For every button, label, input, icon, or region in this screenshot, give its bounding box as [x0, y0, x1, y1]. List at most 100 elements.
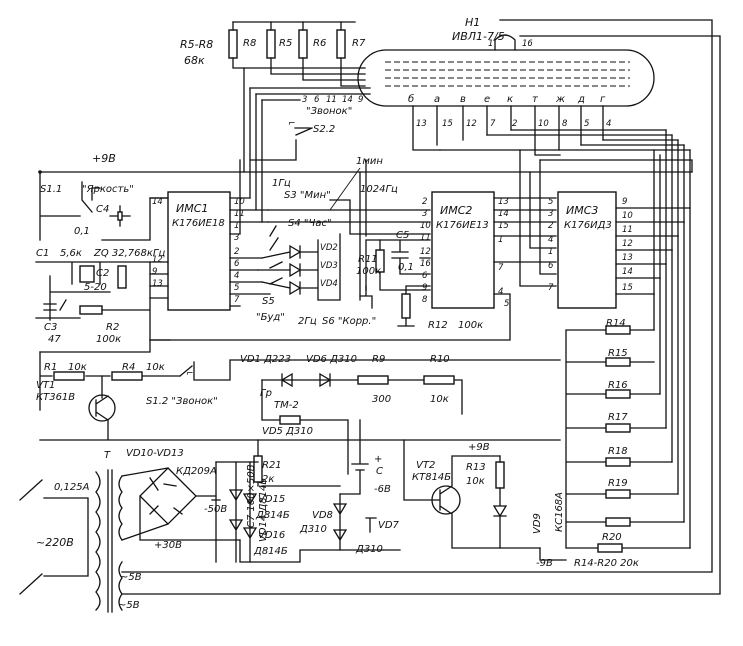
ic1-pin: 5: [234, 283, 239, 293]
r8-label: R8: [243, 38, 256, 49]
ic1-type: К176ИЕ18: [172, 218, 225, 229]
ic2-pin: 12: [420, 247, 431, 257]
vd4-label: VD4: [320, 279, 338, 289]
tube-pin-16: 16: [522, 39, 533, 49]
r2-value: 100к: [96, 334, 121, 345]
c4-label: C4: [96, 204, 109, 215]
brightness-label: "Яркость": [82, 184, 134, 195]
ic3: ИМС3 К176ИД3 5 3 2 4 1 6 7 9 10 11 12 13…: [439, 129, 691, 309]
r17-label: R17: [608, 412, 628, 423]
r13-label: R13: [466, 462, 486, 473]
ic3-pin: 13: [622, 253, 633, 263]
tube-pin-1: 1: [488, 39, 493, 49]
imin-label: 1мин: [356, 156, 383, 167]
ic1-pin: 9: [152, 267, 157, 277]
r9-value: 300: [372, 394, 391, 405]
r12-label: R12: [428, 320, 448, 331]
c5-label: C5: [396, 230, 409, 241]
vt1-label: VT1: [36, 380, 55, 391]
ic3-pin: 9: [622, 197, 627, 207]
r11-label: R11: [358, 254, 378, 265]
vd7-label: VD7: [378, 520, 400, 531]
tube-type: ИВЛ1-7/5: [452, 30, 505, 43]
tap-label: 3: [302, 95, 307, 105]
ic2-pin: 4: [498, 287, 503, 297]
tube-segment-pins: б а в е к т ж д г 13 15 12 7 2 10 8 5 4: [408, 93, 611, 156]
seg-label: б: [408, 93, 414, 105]
tap-label: 9: [358, 95, 363, 105]
ic2-pin: 9: [422, 283, 427, 293]
seg-label: е: [484, 94, 490, 105]
plus30-label: +30В: [154, 540, 182, 551]
t-label: Т: [104, 450, 111, 461]
ic3-pin: 3: [548, 209, 553, 219]
ic1-pin: 1: [234, 221, 239, 231]
ic2-pin: 16: [420, 259, 431, 269]
seg-label: д: [577, 94, 585, 105]
vd6-label: VD6 Д310: [306, 354, 357, 365]
r20-label: R20: [602, 532, 622, 543]
tm2-label: ТМ-2: [274, 400, 299, 411]
switch-icon: ⌐: [288, 119, 296, 129]
ic1-pin: 13: [152, 279, 163, 289]
seg-pin: 2: [512, 119, 517, 129]
ic1: ИМС1 К176ИЕ18 14 12 9 13 10 11 1 3 2 6 4…: [149, 159, 271, 311]
r5-label: R5: [279, 38, 292, 49]
ic3-pin: 10: [622, 211, 633, 221]
ic2-pin: 8: [422, 295, 428, 305]
ic3-pin: 4: [548, 235, 553, 245]
bud-label: "Буд": [256, 312, 285, 323]
r-chain-note: R14-R20 20к: [574, 558, 639, 569]
ic2-pin: 6: [422, 271, 428, 281]
ic3-pin: 14: [622, 267, 633, 277]
vd9-label: VD9: [532, 513, 543, 534]
c1-label: C1: [36, 248, 49, 259]
seg-pin: 12: [466, 119, 477, 129]
seg-pin: 15: [442, 119, 453, 129]
c2-label: C2: [96, 268, 109, 279]
r12-value: 100к: [458, 320, 483, 331]
resistor-group-value: 68к: [184, 54, 205, 67]
seg-pin: 5: [584, 119, 589, 129]
s1-2-label: S1.2 "Звонок": [146, 396, 218, 407]
seg-label: в: [460, 94, 466, 105]
s2-2-label: S2.2: [313, 124, 335, 135]
ic2-ref: ИМС2: [440, 204, 472, 217]
ic2-type: К176ИЕ13: [436, 220, 489, 231]
ic1-pin: 12: [152, 255, 163, 265]
r7-label: R7: [352, 38, 366, 49]
ic1-pin: 7: [234, 295, 240, 305]
vd3-label: VD3: [320, 261, 338, 271]
tube-ref: H1: [465, 16, 480, 29]
vd15-type: Д814Б: [255, 510, 290, 521]
ic2-pin: 10: [420, 221, 431, 231]
seg-pin: 7: [490, 119, 496, 129]
resistor-group: R5-R8 68к R8 R5 R6 R7 3 6 11 14 9 "Звоно…: [180, 21, 371, 117]
vt2-stage: +9В VT2 КТ814Б R13 10к VD9 КС168А: [403, 439, 567, 561]
vt2-type: КТ814Б: [412, 472, 451, 483]
r19-label: R19: [608, 478, 628, 489]
diode-icon: [280, 372, 332, 388]
r11-value: 100к: [356, 266, 381, 277]
r18-label: R18: [608, 446, 628, 457]
sec1-label: ~5В: [120, 572, 142, 583]
seg-label: т: [532, 94, 539, 105]
tap-label: 11: [326, 95, 337, 105]
ic3-pin: 6: [548, 261, 554, 271]
r9-label: R9: [372, 354, 385, 365]
seg-label: к: [507, 94, 513, 105]
r15-label: R15: [608, 348, 628, 359]
vd2-label: VD2: [320, 243, 338, 253]
vd16-type: Д814Б: [253, 546, 288, 557]
ic2-pin: 2: [422, 197, 427, 207]
switch-icon: [269, 225, 283, 285]
sec2-label: ~5В: [118, 600, 140, 611]
vd8-label: VD8: [312, 510, 333, 521]
plus-sign: +: [374, 454, 382, 465]
r21-value: 2к: [262, 474, 274, 485]
switch-icon: ⌐: [186, 369, 194, 379]
seg-pin: 10: [538, 119, 549, 129]
r14-r20-chain: R14 R15 R16 R17 R18 R19 R20 -9В R14-R20 …: [536, 207, 691, 569]
ic1-pin: 14: [152, 197, 163, 207]
